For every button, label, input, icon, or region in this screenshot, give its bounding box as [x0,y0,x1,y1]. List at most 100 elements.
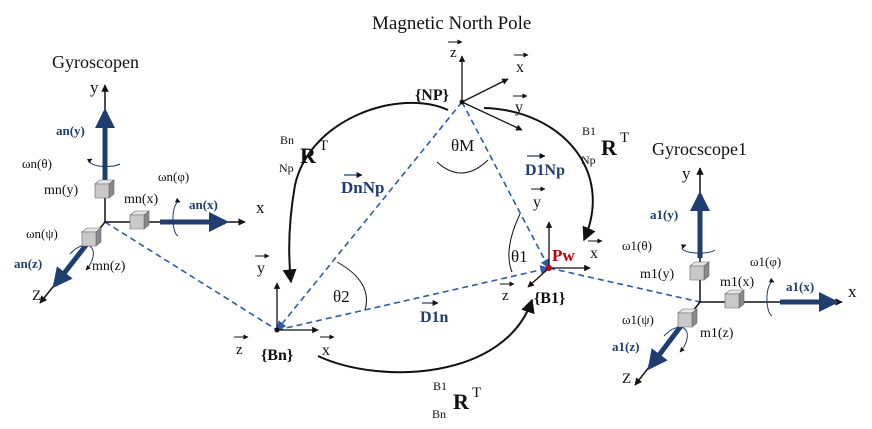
rotation-b1-bn-r: R [453,389,470,414]
gyro-n-acc-x: an(x) [189,197,218,212]
frame-np-label: {NP} [415,87,449,104]
frame-np-z-text: z [450,45,457,61]
vector-d-1n-line [276,265,550,331]
vector-d-1np-line [461,101,550,269]
rotation-bn-np-arc [282,101,449,284]
angle-theta-1: θ1 [511,247,528,266]
rotation-b1-np-arc [483,107,596,242]
gyro-1-omega-phi: ω1(φ) [750,254,781,269]
gyro-1-acc-z: a1(z) [612,339,639,354]
frame-bn-x-label: x [320,334,335,359]
rotation-b1-np-t: T [620,130,629,146]
gyro-1-axis-z: Z [622,371,631,387]
link-gyro-n-bn [104,221,278,331]
rotation-b1-np-r: R [601,135,618,160]
gyro-n-axis-y: y [90,78,99,97]
rotation-b1-bn-t: T [472,385,481,401]
frame-bn-z-text: z [236,342,243,358]
gyro-n-cube-z [81,227,102,247]
rotation-b1-bn-label: B1 Bn R T [432,379,481,421]
rotation-b1-bn-sup: B1 [433,379,447,393]
gyro-1-omega-phi-arc [766,277,775,317]
frame-np-y-text: y [515,99,523,116]
angle-theta-2: θ2 [333,287,350,306]
gyro-1-omega-theta: ω1(θ) [622,238,652,253]
rotation-bn-np-r: R [300,143,317,168]
gyro-1-omega-psi: ω1(ψ) [622,312,654,327]
frame-b1-z-text: z [502,288,509,304]
gyro-1-cube-y [689,261,710,281]
gyroscope-n: Gyroscopen y x Z an(y) an(x) an(z) ωn(θ)… [14,52,265,304]
vector-d-1np-text: D1Np [525,162,565,179]
gyro-1-omega-theta-arc [680,244,716,254]
gyro-n-acc-y: an(y) [56,123,85,138]
gyro-n-axis-z: Z [32,288,41,304]
frame-np-z-label: z [448,39,463,61]
frame-bn-x-text: x [322,342,330,359]
gyro-1-omega-psi-arc [663,326,688,353]
gyro-1-m-z: m1(z) [700,326,734,341]
gyro-n-omega-psi: ωn(ψ) [26,226,58,241]
gyro-1-m-x: m1(x) [720,275,755,290]
gyro-1-axis-y: y [682,164,691,183]
gyro-n-omega-phi-arc [172,197,181,237]
gyro-n-axis-x: x [256,198,265,217]
point-pw-label: Pw [552,246,575,265]
link-b1-gyro-1 [548,267,701,303]
frame-np-x-label: x [514,52,529,76]
frame-np-y-label: y [513,93,528,116]
gyro-1-m-y: m1(y) [640,267,675,282]
frame-bn: y x z {Bn} [234,253,335,364]
rotation-b1-np-sup: B1 [582,124,596,138]
gyro-1-acc-y: a1(y) [650,207,678,222]
vector-d-1np-label: D1Np [525,153,565,179]
rotation-bn-np-t: T [319,138,328,154]
frame-np: z x y {NP} [415,39,529,131]
angle-theta-m: θM [451,136,474,155]
gyro-n-omega-psi-arc [69,244,94,271]
gyro-n-m-z: mn(z) [92,259,126,274]
gyro-1-acc-x: a1(x) [786,279,814,294]
angle-theta-2-arc [336,261,367,311]
gyro-1-cube-x [724,289,745,309]
gyro-1-acc-z-arrow [647,320,686,371]
frame-b1-z-label: z [500,281,515,304]
frame-bn-y-text: y [257,260,265,277]
gyroscope-1: Gyrocscope1 y x Z a1(y) a1(x) a1(z) ω1(θ… [612,139,857,387]
rotation-bn-np-sup: Bn [280,133,294,147]
gyro-n-omega-theta-arc [86,158,121,168]
rotation-bn-np-label: Bn Np R T [279,133,328,175]
vector-d-1n-text: D1n [420,309,449,326]
frame-b1-x-label: x [588,238,603,262]
frame-bn-y-label: y [255,253,270,277]
gyro-1-axis-x: x [848,282,857,301]
vector-d-nnp-text: DnNp [341,178,384,197]
gyro-1-cube-z [677,308,698,328]
gyro-n-m-y: mn(y) [44,183,79,198]
frame-np-x-text: x [516,59,524,76]
frame-bn-z-label: z [234,334,249,358]
rotation-b1-np-label: B1 Np R T [581,124,629,167]
gyro-n-acc-z: an(z) [14,256,42,271]
vector-d-nnp-label: DnNp [341,172,384,197]
diagram-title: Magnetic North Pole [372,13,531,34]
frame-b1-y-label: y [531,186,546,211]
gyro-1-title: Gyrocscope1 [652,139,747,159]
gyro-n-acc-z-arrow [52,238,92,289]
angle-theta-1-arc [508,213,521,273]
frame-b1: y x z {B1} Pw [500,186,603,307]
frame-b1-label: {B1} [534,290,565,307]
rotation-bn-np-sub: Np [279,161,294,175]
gyro-n-cube-x [129,210,150,230]
gyro-n-omega-phi: ωn(φ) [158,169,189,184]
rotation-b1-bn-arc [317,298,535,374]
rotation-b1-bn-sub: Bn [432,407,446,421]
gyro-n-cube-y [94,179,115,199]
gyro-n-omega-theta: ωn(θ) [22,156,52,171]
gyro-n-title: Gyroscopen [52,52,139,72]
vector-d-1n-label: D1n [420,300,449,326]
rotation-b1-np-sub: Np [581,153,596,167]
frame-b1-y-text: y [533,194,541,211]
